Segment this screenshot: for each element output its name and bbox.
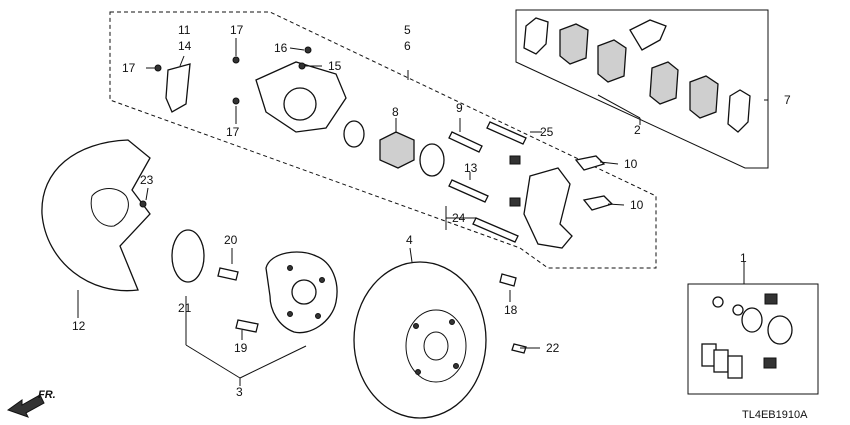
screw-23 bbox=[139, 200, 147, 208]
leader-10a bbox=[599, 161, 619, 165]
pad-shim-inner bbox=[727, 89, 751, 133]
hub-center bbox=[291, 279, 317, 305]
callout-17a[interactable]: 17 bbox=[122, 61, 136, 75]
rotor-center bbox=[423, 331, 449, 361]
rotor-hole-b bbox=[453, 363, 459, 369]
rotor-hole-c bbox=[415, 369, 421, 375]
callout-18[interactable]: 18 bbox=[504, 303, 518, 317]
callout-9[interactable]: 9 bbox=[456, 101, 463, 115]
front-direction-label: FR. bbox=[38, 389, 56, 401]
leader-23 bbox=[145, 187, 149, 201]
rotor-hole-d bbox=[413, 323, 419, 329]
bolt-18[interactable] bbox=[499, 273, 517, 287]
screw-22[interactable] bbox=[511, 343, 527, 354]
callout-7[interactable]: 7 bbox=[784, 93, 791, 107]
pin-boot-a bbox=[509, 155, 521, 165]
pad-shim-outer bbox=[523, 17, 549, 55]
callout-17b[interactable]: 17 bbox=[230, 23, 244, 37]
guide-pin-25[interactable] bbox=[486, 121, 527, 145]
pad-inner bbox=[597, 39, 627, 83]
kit-shim-b bbox=[713, 349, 729, 373]
piston-boot bbox=[419, 143, 445, 177]
callout-17c[interactable]: 17 bbox=[226, 125, 240, 139]
brake-rotor[interactable] bbox=[353, 261, 487, 419]
pad-set-boundary bbox=[515, 9, 769, 169]
leader-10b bbox=[607, 203, 625, 206]
callout-14[interactable]: 14 bbox=[178, 39, 192, 53]
leader-3b bbox=[239, 345, 307, 379]
callout-16[interactable]: 16 bbox=[274, 41, 288, 55]
callout-24[interactable]: 24 bbox=[452, 211, 466, 225]
diagram-code: TL4EB1910A bbox=[742, 409, 808, 421]
piston-8[interactable] bbox=[379, 131, 415, 169]
hub-stud-c bbox=[315, 313, 321, 319]
pin-boot-b bbox=[509, 197, 521, 207]
callout-23[interactable]: 23 bbox=[140, 173, 154, 187]
leader-16 bbox=[289, 47, 305, 51]
pad-inner-2 bbox=[649, 61, 679, 105]
pad-clip-10b bbox=[582, 195, 614, 211]
hub-stud-d bbox=[287, 311, 293, 317]
callout-10a[interactable]: 10 bbox=[624, 157, 638, 171]
bolt-17c bbox=[232, 97, 240, 105]
pad-outer bbox=[559, 23, 589, 65]
hub-stud-b bbox=[319, 277, 325, 283]
front-direction-arrow-icon bbox=[6, 394, 45, 418]
rotor-hat bbox=[405, 309, 467, 383]
leader-2 bbox=[597, 94, 641, 119]
callout-11[interactable]: 11 bbox=[178, 23, 191, 37]
kit-boot-b bbox=[763, 357, 777, 369]
callout-5[interactable]: 5 bbox=[404, 23, 411, 37]
pad-outer-2 bbox=[689, 75, 719, 119]
leader-3a bbox=[185, 344, 241, 379]
brake-pads-group[interactable] bbox=[523, 17, 751, 133]
kit-boot-a bbox=[764, 293, 778, 305]
kit-shim-c bbox=[727, 355, 743, 379]
splash-shield[interactable] bbox=[41, 139, 151, 292]
callout-22[interactable]: 22 bbox=[546, 341, 560, 355]
leader-11-14 bbox=[179, 55, 185, 67]
callout-25[interactable]: 25 bbox=[540, 125, 554, 139]
callout-4[interactable]: 4 bbox=[406, 233, 413, 247]
cap-16 bbox=[304, 46, 312, 54]
pad-clip-10a bbox=[574, 155, 606, 171]
caliper-assembly-boundary bbox=[109, 11, 657, 269]
hub-stud-a bbox=[287, 265, 293, 271]
leader-4 bbox=[409, 247, 413, 263]
guide-pin-9[interactable] bbox=[448, 131, 483, 153]
callout-13[interactable]: 13 bbox=[464, 161, 478, 175]
callout-12[interactable]: 12 bbox=[72, 319, 86, 333]
caliper-bracket[interactable] bbox=[523, 167, 573, 249]
o-ring-21[interactable] bbox=[171, 229, 205, 283]
piston-seal bbox=[343, 120, 365, 148]
callout-1[interactable]: 1 bbox=[740, 251, 747, 265]
kit-washer-a bbox=[712, 296, 724, 308]
callout-6[interactable]: 6 bbox=[404, 39, 411, 53]
callout-15[interactable]: 15 bbox=[328, 59, 342, 73]
callout-8[interactable]: 8 bbox=[392, 105, 399, 119]
kit-seal bbox=[741, 307, 763, 333]
callout-3[interactable]: 3 bbox=[236, 385, 243, 399]
bolt-20[interactable] bbox=[217, 267, 239, 281]
kit-washer-b bbox=[732, 304, 744, 316]
callout-2[interactable]: 2 bbox=[634, 123, 641, 137]
shield-hub-cutout bbox=[90, 188, 129, 227]
callout-21[interactable]: 21 bbox=[178, 301, 192, 315]
callout-10b[interactable]: 10 bbox=[630, 198, 644, 212]
rotor-hole-a bbox=[449, 319, 455, 325]
callout-20[interactable]: 20 bbox=[224, 233, 238, 247]
guide-pin-24[interactable] bbox=[472, 217, 519, 243]
bolt-19[interactable] bbox=[235, 319, 259, 333]
bracket-11[interactable] bbox=[165, 63, 191, 113]
bolt-17b bbox=[232, 56, 240, 64]
guide-pin-13[interactable] bbox=[448, 179, 489, 203]
kit-boot bbox=[767, 315, 793, 345]
pad-wear-indicator bbox=[629, 19, 667, 51]
caliper-kit-boundary bbox=[687, 283, 819, 395]
callout-19[interactable]: 19 bbox=[234, 341, 248, 355]
caliper-piston-bore bbox=[283, 87, 317, 121]
bolt-17a bbox=[154, 64, 162, 72]
